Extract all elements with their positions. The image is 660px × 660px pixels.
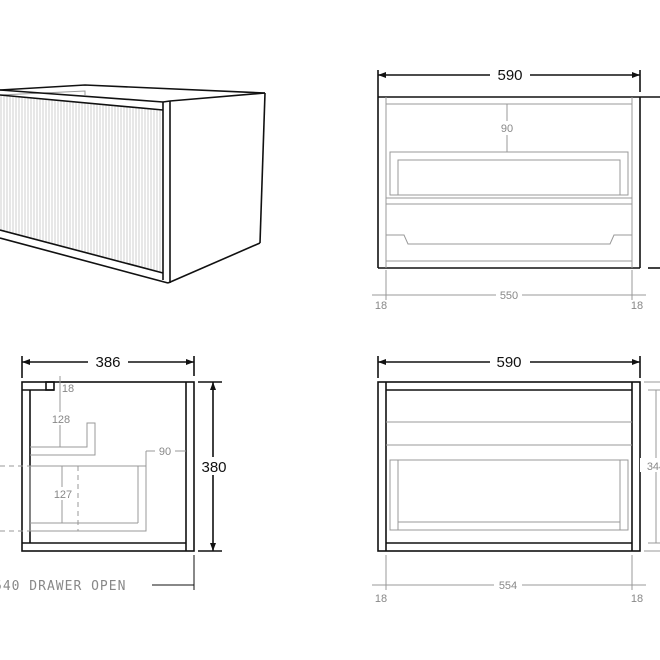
tray-height-label: 128 xyxy=(52,414,70,426)
inner-width-label-bottom: 554 xyxy=(499,580,517,592)
inner-height-label: 344 xyxy=(647,461,660,473)
side-right-label-bottom: 18 xyxy=(631,593,643,605)
drawer-height-label: 127 xyxy=(54,489,72,501)
rail-label: 18 xyxy=(62,383,74,395)
setback-label: 90 xyxy=(159,446,171,458)
inner-width-label: 550 xyxy=(500,290,518,302)
side-right-label: 18 xyxy=(631,300,643,312)
depth-label: 386 xyxy=(95,354,120,371)
isometric-view xyxy=(0,84,266,284)
side-view: 386 18 128 90 127 380 540 DRAWER OPEN xyxy=(0,352,230,594)
fluted-drawer-front xyxy=(0,95,163,273)
side-left-label: 18 xyxy=(375,300,387,312)
height-label: 380 xyxy=(201,459,226,476)
front-view-closed: 590 344 554 18 18 xyxy=(372,352,660,605)
tray-depth-label: 90 xyxy=(501,123,513,135)
drawer-open-note: 540 DRAWER OPEN xyxy=(0,579,126,594)
side-left-label-bottom: 18 xyxy=(375,593,387,605)
front-view-open: 590 90 550 18 18 xyxy=(372,65,660,312)
width-label-bottom: 590 xyxy=(496,354,521,371)
width-label: 590 xyxy=(497,67,522,84)
